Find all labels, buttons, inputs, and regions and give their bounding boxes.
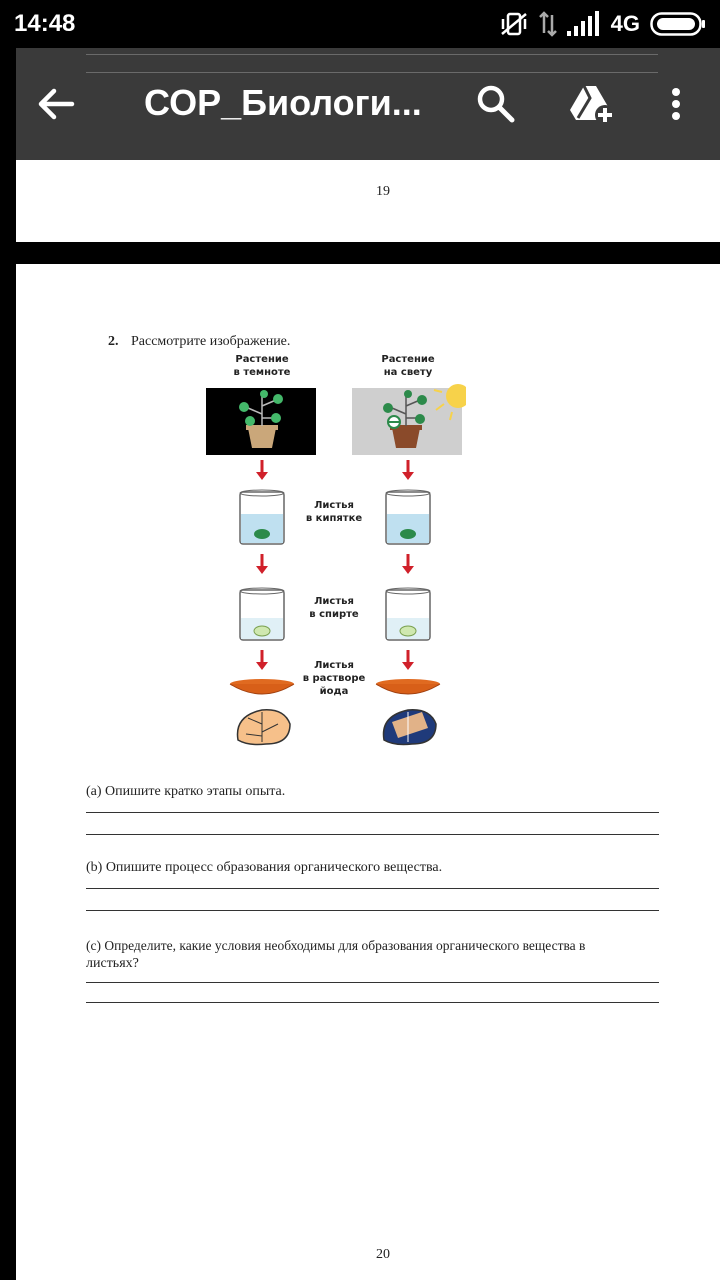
- arrow-down-icon: [402, 650, 414, 670]
- step2-line2: в спирте: [309, 609, 359, 620]
- page-19: 19: [16, 160, 720, 242]
- vibrate-off-icon: [500, 12, 527, 36]
- arrow-down-icon: [256, 460, 268, 480]
- arrow-down-icon: [402, 554, 414, 574]
- plant-dark-panel: [206, 388, 316, 455]
- step3-line2: в растворе: [303, 673, 366, 684]
- plant-light-panel: [352, 384, 466, 455]
- leaf-with-starch: [382, 709, 437, 746]
- drive-add-icon[interactable]: [568, 82, 616, 126]
- step2-line1: Листья: [314, 596, 354, 607]
- question-part-a: (a) Опишите кратко этапы опыта.: [86, 784, 286, 799]
- glass-alcohol-right: [385, 587, 431, 641]
- answer-line: [86, 910, 659, 911]
- question-part-b: (b) Опишите процесс образования органиче…: [86, 860, 443, 875]
- arrow-down-icon: [256, 554, 268, 574]
- page-number: 20: [376, 1247, 390, 1262]
- iodine-dish-left: [229, 679, 295, 695]
- leaf-no-starch: [236, 709, 291, 746]
- search-icon[interactable]: [474, 82, 518, 126]
- status-icons: 4G: [499, 10, 706, 38]
- status-bar: 14:48 4G: [0, 0, 720, 48]
- data-transfer-icon: [538, 11, 557, 37]
- signal-icon: [566, 11, 599, 36]
- answer-line: [86, 812, 659, 813]
- battery-icon: [650, 12, 705, 36]
- question-part-c-line1: (c) Определите, какие условия необходимы…: [86, 938, 586, 953]
- step1-line1: Листья: [314, 500, 354, 511]
- page-20: 2. Рассмотрите изображение. Растение в т…: [16, 264, 720, 1280]
- toolbar-divider: [86, 72, 658, 73]
- light-label-1: Растение: [381, 354, 434, 365]
- document-title: СОР_Биологи...: [144, 82, 422, 123]
- step1-line2: в кипятке: [306, 513, 363, 524]
- step3-line3: йода: [320, 686, 349, 697]
- experiment-figure: Растение в темноте Растение на свету: [206, 354, 466, 746]
- answer-line: [86, 888, 659, 889]
- dark-label-1: Растение: [235, 354, 288, 365]
- network-type: 4G: [610, 11, 640, 36]
- glass-boiling-water-left: [239, 489, 285, 545]
- dark-label-2: в темноте: [234, 367, 291, 378]
- more-vert-icon[interactable]: [664, 82, 688, 126]
- step3-line1: Листья: [314, 660, 354, 671]
- arrow-down-icon: [256, 650, 268, 670]
- arrow-down-icon: [402, 460, 414, 480]
- question-prompt: Рассмотрите изображение.: [131, 334, 291, 349]
- toolbar-divider: [86, 54, 658, 55]
- status-time: 14:48: [14, 10, 76, 37]
- glass-boiling-water-right: [385, 489, 431, 545]
- back-arrow-icon[interactable]: [36, 84, 76, 124]
- app-toolbar: СОР_Биологи...: [16, 48, 720, 160]
- question-number: 2.: [108, 334, 119, 349]
- iodine-dish-right: [375, 679, 441, 695]
- answer-line: [86, 834, 659, 835]
- page-number: 19: [376, 184, 390, 199]
- glass-alcohol-left: [239, 587, 285, 641]
- light-label-2: на свету: [384, 367, 433, 378]
- question-part-c-line2: листьях?: [86, 956, 139, 971]
- answer-line: [86, 982, 659, 983]
- answer-line: [86, 1002, 659, 1003]
